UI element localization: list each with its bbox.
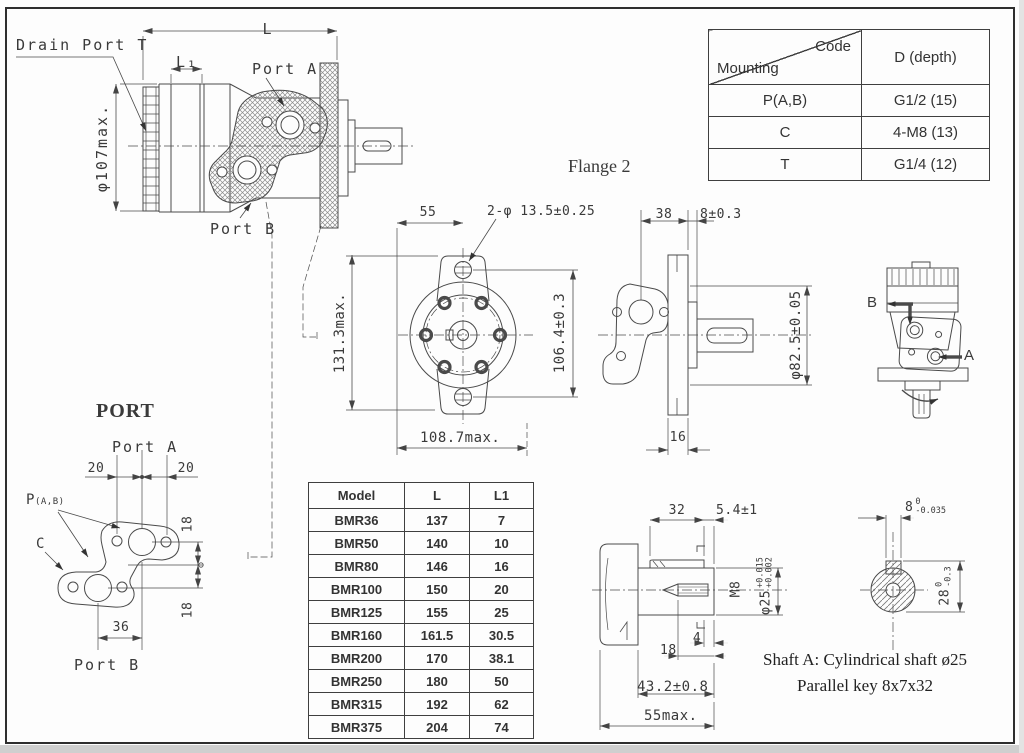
dim-dia825-label: φ82.5±0.05 [788, 290, 804, 380]
dim-43-label: 43.2±0.8 [637, 679, 709, 695]
dim-4-label: 4 [692, 631, 702, 646]
dim-m8-label: M8 [728, 580, 744, 598]
model-header: Model [308, 482, 405, 509]
dim-36-label: 36 [112, 620, 130, 635]
port-a-label: Port A [252, 60, 319, 78]
shaft-view-drawing [592, 517, 790, 730]
dim-55max-label: 55max. [644, 708, 698, 724]
port-view-drawing [44, 450, 204, 650]
port-view-b-label: Port B [74, 656, 141, 674]
drain-port-label: Drain Port T [16, 36, 149, 54]
table-header-row: Code Mounting D (depth) [708, 29, 990, 85]
dim-dia25-label: φ25+0.015+0.002 [755, 557, 775, 615]
c-label: C [36, 536, 45, 552]
shaft-note-line2: Parallel key 8x7x32 [797, 676, 933, 695]
port-view-title: PORT [96, 400, 155, 422]
dim-height-label: 131.3max. [332, 292, 348, 374]
p-ab-label: P(A,B) [26, 492, 65, 508]
dim-16-label: 16 [669, 430, 687, 445]
scan-edge-right [1019, 0, 1024, 753]
shaft-section-drawing [858, 515, 965, 650]
dim-54-label: 5.4±1 [716, 503, 758, 518]
mounting-code-table: Code Mounting D (depth) P(A,B)G1/2 (15)C… [708, 29, 990, 181]
dim-55-label: 55 [419, 205, 437, 220]
table-header-row: Model L L1 [308, 482, 534, 509]
diagonal-header-cell: Code Mounting [708, 29, 862, 85]
dim-18s-label: 18 [660, 643, 677, 658]
dim-holes-label: 2-φ 13.5±0.25 [487, 204, 596, 219]
dim-18b-label: 18 [180, 601, 196, 619]
dim-width-label: 108.7max. [420, 430, 501, 446]
dim-20r-label: 20 [177, 461, 195, 476]
dim-l-label: L [262, 20, 274, 38]
code-header: Code [815, 38, 851, 55]
side-view-drawing [16, 28, 415, 562]
flange-front-view [346, 218, 578, 458]
flange2-title: Flange 2 [568, 156, 631, 176]
dim-32-label: 32 [668, 503, 686, 518]
dim-38-label: 38 [655, 207, 673, 222]
iso-b-label: B [867, 294, 878, 311]
port-b-label: Port B [210, 220, 277, 238]
dim-bc-label: 106.4±0.3 [552, 292, 568, 374]
mounting-header: Mounting [717, 60, 779, 77]
iso-view-drawing [877, 261, 969, 419]
flange-side-view [598, 210, 812, 455]
l1-header: L1 [469, 482, 534, 509]
dim-dia107-label: φ107max. [93, 103, 111, 193]
dim-18t-label: 18 [180, 515, 196, 533]
table-row: P(A,B)G1/2 (15) [708, 84, 990, 117]
dim-l1-label: L₁ [175, 53, 199, 71]
sheet-border [5, 7, 1015, 744]
dim-8-label: 8±0.3 [700, 207, 742, 222]
depth-header: D (depth) [861, 29, 990, 85]
scan-edge-bottom [0, 745, 1024, 753]
l-header: L [404, 482, 470, 509]
port-view-a-label: Port A [112, 438, 179, 456]
iso-a-label: A [964, 347, 975, 364]
shaft-note-line1: Shaft A: Cylindrical shaft ø25 [763, 650, 967, 669]
dim-20l-label: 20 [87, 461, 105, 476]
